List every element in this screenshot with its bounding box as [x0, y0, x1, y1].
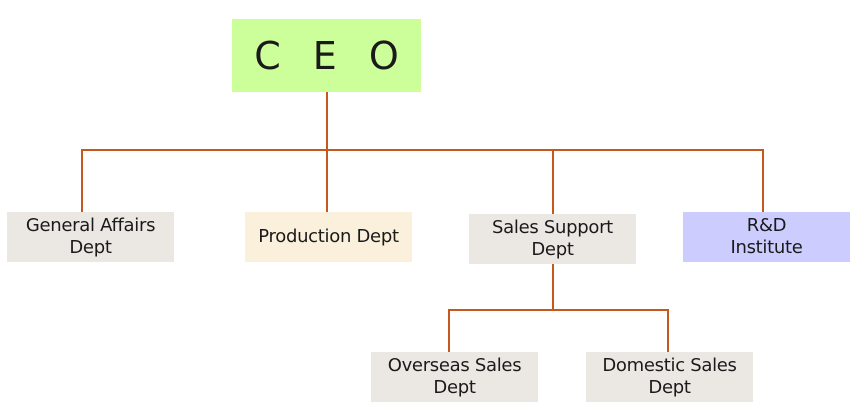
sales-support-label-line1: Sales Support	[492, 217, 613, 238]
production-label: Production Dept	[258, 226, 399, 247]
rd-label-line2: Institute	[730, 237, 803, 258]
domestic-sales-dept-box: Domestic Sales Dept	[586, 352, 753, 402]
production-dept-box: Production Dept	[245, 212, 412, 262]
sales-support-dept-box: Sales Support Dept	[469, 214, 636, 264]
overseas-sales-label-line1: Overseas Sales	[387, 355, 522, 376]
general-affairs-dept-box: General Affairs Dept	[7, 212, 174, 262]
rd-institute-box: R&D Institute	[683, 212, 850, 262]
domestic-sales-label-line2: Dept	[648, 377, 691, 398]
overseas-sales-dept-box: Overseas Sales Dept	[371, 352, 538, 402]
domestic-sales-label-line1: Domestic Sales	[602, 355, 737, 376]
ceo-box: C E O	[232, 19, 421, 92]
overseas-sales-label-line2: Dept	[433, 377, 476, 398]
rd-label-line1: R&D	[746, 215, 787, 236]
general-affairs-label-line1: General Affairs	[25, 215, 156, 236]
sales-support-label-line2: Dept	[531, 239, 574, 260]
general-affairs-label-line2: Dept	[69, 237, 112, 258]
ceo-label: C E O	[254, 33, 409, 78]
